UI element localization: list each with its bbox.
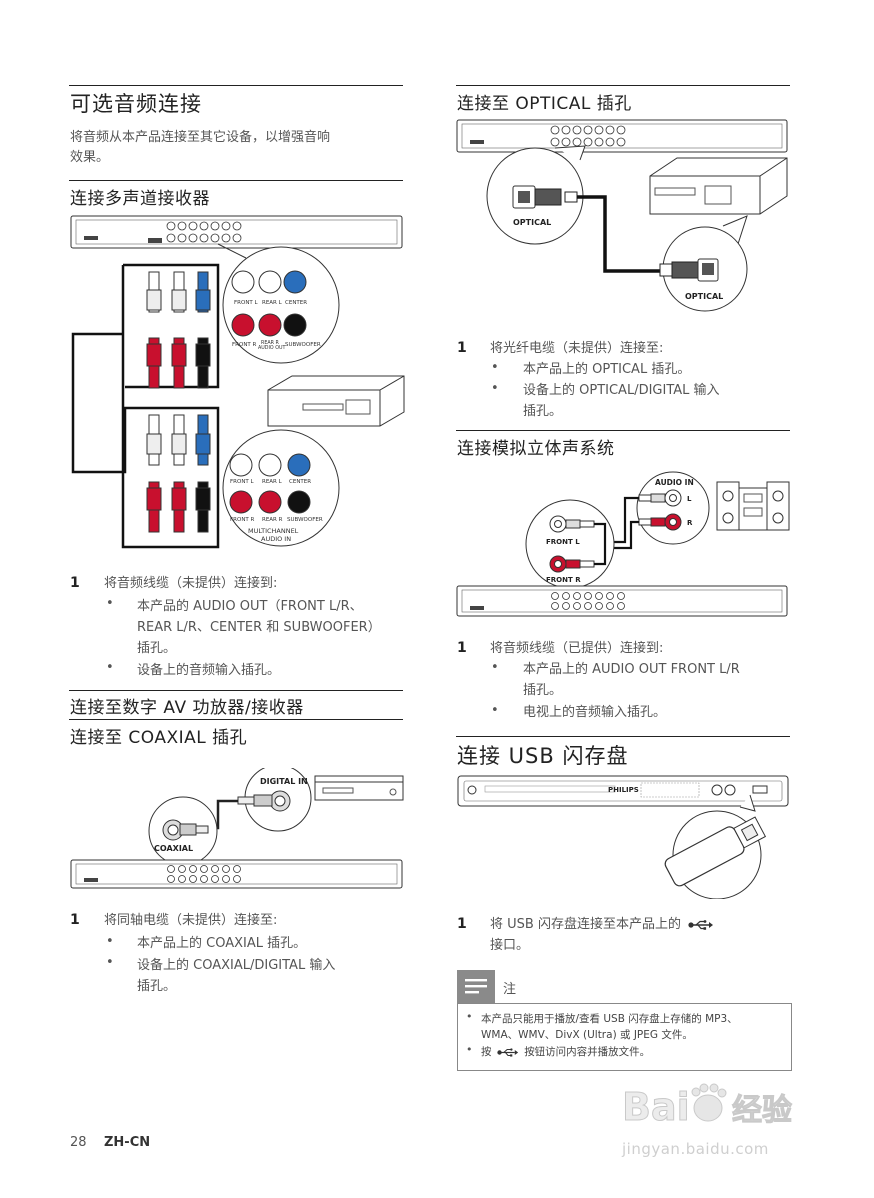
label-optical-top: OPTICAL [513, 218, 551, 227]
recv-label-rear-l: REAR L [262, 479, 283, 485]
rule-optional-audio [69, 85, 403, 86]
label-front-l-analog: FRONT L [546, 538, 580, 546]
subsection-title-analog-stereo: 连接模拟立体声系统 [457, 439, 615, 459]
bullet-dot: • [106, 955, 114, 970]
note-icon [457, 970, 495, 1004]
label-optical-bottom: OPTICAL [685, 292, 723, 301]
intro-line-2: 效果。 [70, 150, 110, 165]
recv-label-center: CENTER [289, 479, 311, 485]
analog-step-number: 1 [457, 640, 467, 656]
multichannel-bullet2: 设备上的音频输入插孔。 [137, 663, 281, 678]
language-code: ZH-CN [104, 1135, 151, 1150]
label-l: L [687, 495, 692, 503]
bullet-dot: • [106, 660, 114, 675]
usb-step-text-line1: 将 USB 闪存盘连接至本产品上的 [490, 914, 714, 935]
subsection-title-coaxial: 连接至 COAXIAL 插孔 [70, 728, 248, 748]
recv-label-rear-r: REAR R [262, 517, 283, 523]
optical-bullet2-line1: 设备上的 OPTICAL/DIGITAL 输入 [523, 383, 720, 398]
bullet-dot: • [491, 381, 499, 396]
optical-step-number: 1 [457, 340, 467, 356]
recv-caption-2: AUDIO IN [261, 535, 291, 543]
rule-coaxial [69, 719, 403, 720]
bullet-dot: • [491, 660, 499, 675]
coaxial-bullet1: 本产品上的 COAXIAL 插孔。 [137, 936, 307, 951]
label-front-l: FRONT L [234, 300, 259, 306]
analog-step-text: 将音频线缆（已提供）连接到: [490, 641, 664, 656]
optical-step-text: 将光纤电缆（未提供）连接至: [490, 341, 664, 356]
bullet-dot: • [491, 360, 499, 375]
label-front-r: FRONT R [232, 342, 257, 348]
label-r: R [687, 519, 693, 527]
recv-label-subwoofer: SUBWOOFER [287, 517, 323, 523]
multichannel-bullet1-line2: REAR L/R、CENTER 和 SUBWOOFER） [137, 620, 381, 635]
label-rear-r: REAR R [261, 340, 280, 346]
rule-digital-av [69, 690, 403, 691]
coaxial-diagram: DIGITAL IN COAXIAL [70, 768, 404, 889]
rule-multichannel [69, 180, 403, 181]
bullet-dot: • [106, 934, 114, 949]
note-line-2: WMA、WMV、DivX (Ultra) 或 JPEG 文件。 [481, 1029, 693, 1041]
note-line-3: 按 按钮访问内容并播放文件。 [481, 1044, 650, 1060]
intro-line-1: 将音频从本产品连接至其它设备，以增强音响 [70, 130, 331, 145]
label-subwoofer: SUBWOOFER [285, 342, 321, 348]
coaxial-bullet2-line1: 设备上的 COAXIAL/DIGITAL 输入 [137, 958, 336, 973]
recv-label-front-l: FRONT L [230, 479, 255, 485]
usb-step-number: 1 [457, 916, 467, 932]
svg-text:Bai: Bai [622, 1085, 690, 1129]
multichannel-diagram: FRONT L REAR L CENTER FRONT R REAR R AUD… [70, 215, 405, 549]
rule-analog-stereo [456, 430, 790, 431]
label-audio-out: AUDIO OUT [258, 345, 285, 351]
recv-label-front-r: FRONT R [230, 517, 255, 523]
subsection-title-optical: 连接至 OPTICAL 插孔 [457, 94, 632, 114]
analog-bullet1-line1: 本产品上的 AUDIO OUT FRONT L/R [523, 662, 740, 677]
label-audio-in: AUDIO IN [655, 478, 694, 487]
note-line-3a: 按 [481, 1046, 492, 1058]
optical-diagram: OPTICAL OPTICAL [456, 119, 788, 312]
label-center: CENTER [285, 300, 307, 306]
recv-caption-1: MULTICHANNEL [248, 527, 299, 535]
usb-icon [497, 1047, 518, 1057]
watermark-url: jingyan.baidu.com [622, 1140, 769, 1158]
bullet-dot: • [491, 703, 499, 718]
label-digital-in: DIGITAL IN [260, 777, 308, 786]
svg-text:经验: 经验 [732, 1093, 792, 1128]
bullet-dot: • [106, 596, 114, 611]
bullet-dot: • [466, 1010, 473, 1023]
note-box [457, 1003, 792, 1071]
subsection-title-multichannel: 连接多声道接收器 [70, 189, 210, 209]
usb-diagram: PHILIPS [457, 775, 789, 899]
page-number: 28 [70, 1135, 87, 1150]
section-title-usb: 连接 USB 闪存盘 [457, 744, 629, 768]
coaxial-step-text: 将同轴电缆（未提供）连接至: [104, 913, 278, 928]
usb-icon [688, 919, 714, 930]
label-coaxial: COAXIAL [154, 844, 193, 853]
label-front-r-analog: FRONT R [546, 576, 581, 584]
note-line-3b: 按钮访问内容并播放文件。 [524, 1046, 651, 1058]
coaxial-bullet2-line2: 插孔。 [137, 979, 177, 994]
multichannel-bullet1-line3: 插孔。 [137, 641, 177, 656]
subsection-title-digital-av: 连接至数字 AV 功放器/接收器 [70, 698, 304, 718]
section-title-optional-audio: 可选音频连接 [70, 92, 202, 116]
watermark-logo: Bai 经验 [620, 1080, 820, 1130]
usb-step-text-line2: 接口。 [490, 938, 530, 953]
optical-bullet1: 本产品上的 OPTICAL 插孔。 [523, 362, 691, 377]
analog-bullet2: 电视上的音频输入插孔。 [523, 705, 667, 720]
multichannel-step-text: 将音频线缆（未提供）连接到: [104, 576, 278, 591]
multichannel-step-number: 1 [70, 575, 80, 591]
rule-usb [456, 736, 790, 737]
optical-bullet2-line2: 插孔。 [523, 404, 563, 419]
bullet-dot: • [466, 1043, 473, 1056]
analog-bullet1-line2: 插孔。 [523, 683, 563, 698]
note-title: 注 [503, 982, 517, 997]
label-rear-l: REAR L [262, 300, 283, 306]
note-line-1: 本产品只能用于播放/查看 USB 闪存盘上存储的 MP3、 [481, 1013, 738, 1025]
usb-step-text: 将 USB 闪存盘连接至本产品上的 [490, 917, 681, 932]
coaxial-step-number: 1 [70, 912, 80, 928]
rule-optical [456, 85, 790, 86]
analog-stereo-diagram: AUDIO IN L R FRONT L FRONT R [456, 471, 790, 617]
brand-label: PHILIPS [608, 786, 639, 794]
multichannel-bullet1-line1: 本产品的 AUDIO OUT（FRONT L/R、 [137, 599, 363, 614]
